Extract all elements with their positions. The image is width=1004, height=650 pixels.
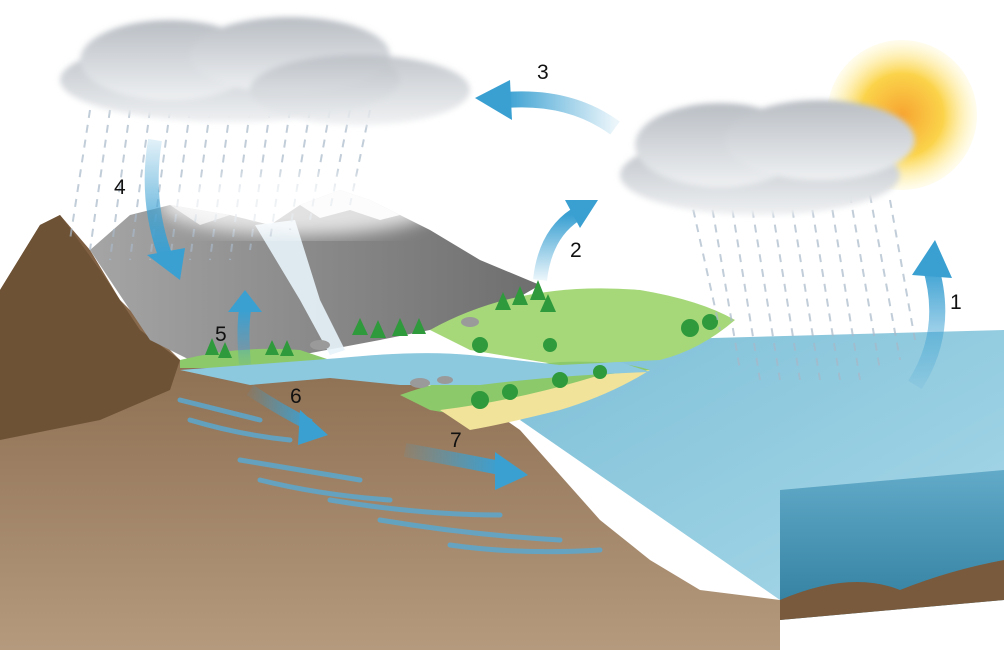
cloud-mountain — [160, 175, 440, 235]
arrow-evaporation-land — [533, 200, 598, 281]
rocks — [310, 317, 479, 388]
arrow-precipitation — [144, 138, 185, 280]
step-label-2: 2 — [570, 239, 582, 262]
ocean — [520, 330, 1004, 620]
arrow-runoff — [403, 443, 528, 490]
arrow-evaporation-ocean — [908, 240, 952, 390]
trees — [205, 280, 718, 409]
cloud-left — [60, 17, 470, 125]
land-cross-section — [0, 215, 780, 650]
step-label-6: 6 — [290, 385, 302, 408]
step-label-1: 1 — [950, 291, 962, 314]
step-label-3: 3 — [537, 61, 549, 84]
arrow-groundwater-flow — [246, 385, 328, 445]
cloud-right — [620, 100, 915, 215]
step-label-4: 4 — [114, 176, 126, 199]
arrow-transpiration — [228, 290, 262, 366]
step-label-5: 5 — [215, 323, 227, 346]
arrow-cloud-movement — [475, 80, 620, 135]
step-label-7: 7 — [450, 429, 462, 452]
rain-right — [689, 194, 916, 381]
